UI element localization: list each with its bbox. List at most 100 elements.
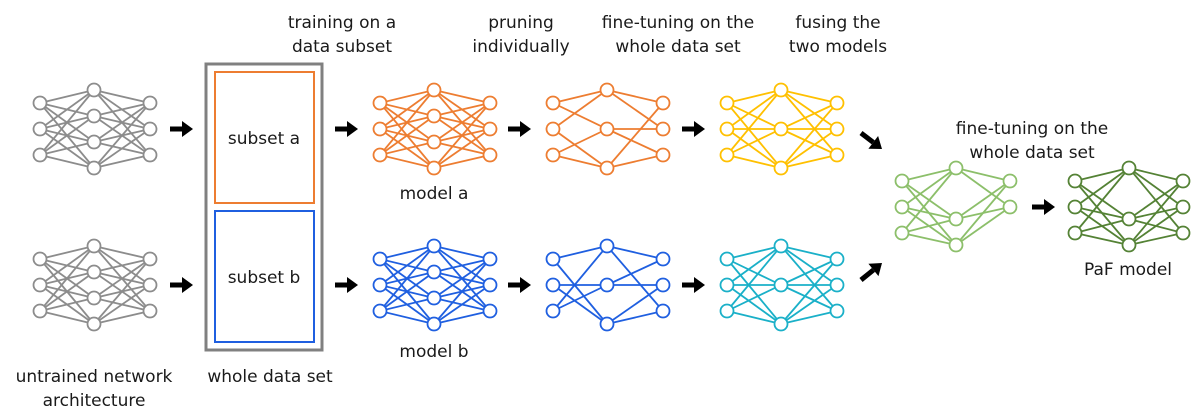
whole-data-set-frame (204, 62, 324, 352)
untrained-network-top-edge (93, 102, 151, 143)
finetuned-b-network-edge (726, 258, 782, 286)
model-a-network-edge (433, 102, 491, 117)
finetuned-a-network-edge (726, 89, 782, 156)
paf-model-network-neuron (1121, 211, 1137, 227)
finetuned-b-network-edge (780, 310, 838, 325)
untrained-network-top-neuron (86, 82, 102, 98)
untrained-network-top-neuron (86, 160, 102, 176)
model-b-network-neuron (426, 264, 442, 280)
finetuned-b-network-neuron (829, 303, 845, 319)
untrained-network-bottom-edge (93, 245, 151, 260)
finetuned-b-network-edges (726, 245, 838, 325)
finetuned-b-network-neuron (719, 303, 735, 319)
finetuned-a-network-neuron (829, 147, 845, 163)
model-b-network-edge (379, 271, 435, 312)
model-b-network-edge (433, 258, 491, 299)
untrained-network-top (32, 82, 158, 176)
finetuned-b-network-edge (726, 245, 782, 260)
pruned-b-network-neuron (545, 303, 561, 319)
untrained-network-bottom-neuron (142, 303, 158, 319)
model-b-network-neuron (482, 303, 498, 319)
untrained-network-bottom-edge (39, 245, 95, 286)
arrow-untrained-to-data-bottom (170, 277, 193, 293)
pruned-a-network-neuron (599, 160, 615, 176)
model-b-network-edges (379, 245, 491, 325)
fused-network-edge (955, 180, 1011, 246)
model-a-network-neuron (426, 108, 442, 124)
finetuned-b-network-neuron (773, 277, 789, 293)
pruned-a-network-nodes (545, 82, 671, 176)
arrow-model-a-to-pruned (508, 121, 531, 137)
pruned-b-network-neuron (545, 251, 561, 267)
fused-network-edge (955, 167, 1011, 208)
pruned-a-network-neuron (545, 121, 561, 137)
model-b-network-edge (433, 284, 491, 325)
untrained-network-top-edge (93, 102, 151, 169)
pruned-b-network-edge (606, 284, 664, 325)
paf-model-network (1067, 160, 1191, 253)
finetuned-a-network-edge (780, 89, 838, 104)
paf-model-network-neuron (1121, 160, 1137, 176)
arrow-fused-to-paf (1032, 199, 1055, 215)
whole-data-set-label: whole data set (207, 367, 333, 387)
model-a-network-neuron (426, 160, 442, 176)
model-b-network-neuron (372, 251, 388, 267)
arrows-layer (170, 121, 1055, 293)
paf-model-network-neuron (1067, 173, 1083, 189)
model-b-network-edge (433, 258, 491, 325)
pruned-b-network-neuron (655, 303, 671, 319)
finetune2-label-line1: fine-tuning on the (956, 119, 1108, 139)
finetuned-a-network-edge (780, 102, 838, 130)
pruned-a-network-neuron (599, 82, 615, 98)
model-a-network-edge (379, 89, 435, 130)
paf-model-network-edge (1074, 232, 1130, 246)
paf-model-network-edge (1128, 167, 1184, 208)
pruned-a-network-edge (606, 89, 664, 130)
fused-network-edge (901, 232, 957, 246)
untrained-network-bottom-edge (93, 284, 151, 325)
model-a-network-neuron (426, 134, 442, 150)
untrained-network-top-nodes (32, 82, 158, 176)
pruned-b-network-nodes (545, 238, 671, 332)
subset-a-label: subset a (228, 129, 300, 149)
untrained-network-bottom-edge (93, 258, 151, 273)
finetuned-b-network-edge (726, 245, 782, 286)
finetuned-a-network (719, 82, 845, 176)
untrained-network-bottom-neuron (86, 290, 102, 306)
model-a-network-neuron (482, 147, 498, 163)
finetuned-b-network-edge (780, 284, 838, 312)
pruning-label-line2: individually (472, 37, 569, 57)
arrow-data-to-model-a (335, 121, 358, 137)
finetuned-a-network-neuron (719, 95, 735, 111)
fused-network-neuron (1002, 173, 1018, 189)
fused-network-edge (955, 167, 1011, 182)
untrained-network-bottom-edge (93, 310, 151, 325)
model-b-network-neuron (482, 277, 498, 293)
untrained-network-top-edge (93, 102, 151, 117)
arrow-fuse-top (859, 131, 882, 149)
subset-a-box (214, 71, 315, 204)
finetuned-b-network (719, 238, 845, 332)
model-b-network-edge (433, 258, 491, 273)
finetuned-a-network-nodes (719, 82, 845, 176)
pruned-b-network-neuron (655, 277, 671, 293)
model-a-network-neuron (372, 95, 388, 111)
untrained-network-top-edge (93, 89, 151, 104)
fused-network-neuron (948, 237, 964, 253)
finetune2-label-line2: whole data set (969, 143, 1095, 163)
arrow-untrained-to-data-top (170, 121, 193, 137)
finetuned-a-network-edge (726, 102, 782, 169)
arrow-model-b-to-pruned (508, 277, 531, 293)
untrained-network-bottom-neuron (32, 251, 48, 267)
finetuned-a-network-neuron (829, 121, 845, 137)
model-a-network-edge (433, 89, 491, 104)
model-a-network-edge (379, 141, 435, 156)
model-b-network-edge (379, 310, 435, 325)
model-b-network-edge (379, 245, 435, 312)
pruned-b-network (545, 238, 671, 332)
model-b-network-neuron (482, 251, 498, 267)
finetuned-a-network-edge (780, 128, 838, 156)
paf-model-network-edges (1074, 167, 1184, 246)
finetuned-b-network-edge (780, 258, 838, 325)
model-a-network-edge (433, 154, 491, 169)
